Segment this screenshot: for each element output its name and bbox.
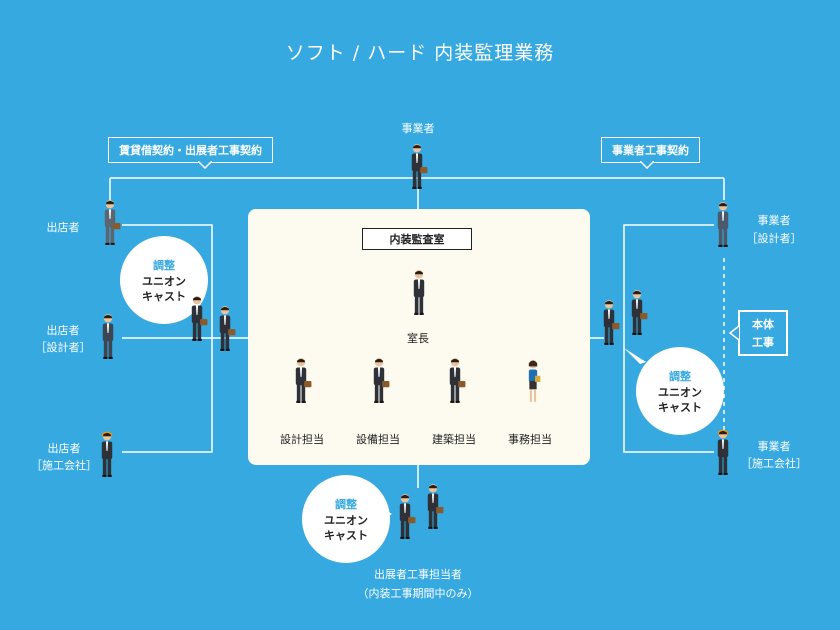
panel-title: 内装監査室: [362, 228, 472, 250]
jigyosha-top-label: 事業者: [401, 122, 435, 135]
staff-label-office: 事務担当: [508, 433, 552, 446]
bubble-left: 調整 ユニオン キャスト: [120, 236, 208, 324]
bubble-left-line3: キャスト: [142, 290, 186, 303]
bottom-handshake-figure-b: [427, 484, 444, 529]
bubble-bottom-tail: [382, 508, 392, 520]
bubble-bottom: 調整 ユニオン キャスト: [302, 475, 390, 563]
staff-label-design: 設計担当: [280, 433, 324, 446]
left-handshake-figure-a: [191, 296, 208, 341]
contract-right-label: 事業者工事契約: [601, 137, 700, 163]
staff-equipment-figure: [373, 358, 390, 403]
staff-design-figure: [295, 358, 312, 403]
left-handshake-figure-b: [219, 306, 236, 351]
staff-building-figure: [449, 358, 466, 403]
bubble-right-line1: 調整: [669, 370, 691, 383]
shutten2-figure: [102, 314, 114, 359]
jigyo-right1-figure: [717, 202, 729, 247]
kansa-panel: [248, 209, 590, 465]
bottom-sub-label: （内装工事期間中のみ）: [357, 587, 479, 600]
contract-left-notch: [198, 161, 212, 169]
bubble-right-tail: [624, 348, 646, 364]
chief-label: 室長: [407, 332, 429, 345]
staff-label-equipment: 設備担当: [356, 433, 400, 446]
honkou-line1: 本体: [752, 318, 774, 331]
bubble-right: 調整 ユニオン キャスト: [636, 347, 724, 435]
shutten1-figure: [104, 200, 121, 245]
bubble-right-line2: ユニオン: [658, 386, 702, 399]
jigyo-right2-figure: [717, 429, 729, 475]
contract-left-label: 賃貸借契約・出展者工事契約: [108, 137, 273, 163]
honkou-box: 本体 工事: [738, 310, 788, 356]
jigyo-right2-label: 事業者: [757, 440, 791, 453]
staff-label-building: 建築担当: [432, 433, 476, 446]
bottom-handshake-figure-a: [399, 494, 416, 539]
honkou-notch: [728, 326, 740, 340]
jigyo-right1-sub-label: ［設計者］: [746, 232, 802, 245]
shutten2-label: 出店者: [46, 324, 80, 337]
shutten3-label: 出店者: [47, 442, 81, 455]
shutten1-label: 出店者: [46, 221, 80, 234]
shutten3-sub-label: ［施工会社］: [31, 459, 97, 472]
bubble-left-line1: 調整: [153, 259, 175, 272]
shutten2-sub-label: ［設計者］: [35, 341, 91, 354]
right-handshake-figure-a: [603, 300, 620, 345]
bottom-label: 出展者工事担当者: [374, 568, 462, 581]
chief-figure: [413, 270, 425, 315]
bubble-bottom-line2: ユニオン: [324, 514, 368, 527]
bubble-right-line3: キャスト: [658, 401, 702, 414]
page-title: ソフト / ハード 内装監理業務: [285, 42, 555, 64]
bubble-left-tail: [176, 296, 198, 308]
jigyo-right2-sub-label: ［施工会社］: [741, 457, 807, 470]
contract-right-notch: [640, 161, 654, 169]
bubble-bottom-line1: 調整: [335, 498, 357, 511]
staff-office-figure: [528, 360, 541, 402]
bubble-bottom-line3: キャスト: [324, 529, 368, 542]
honkou-line2: 工事: [752, 336, 774, 349]
jigyo-right1-label: 事業者: [757, 214, 791, 227]
right-handshake-figure-b: [631, 290, 648, 335]
jigyosha-top-figure: [411, 144, 428, 189]
shutten3-figure: [101, 431, 113, 477]
right-bracket: [623, 224, 714, 453]
bubble-left-line2: ユニオン: [142, 275, 186, 288]
